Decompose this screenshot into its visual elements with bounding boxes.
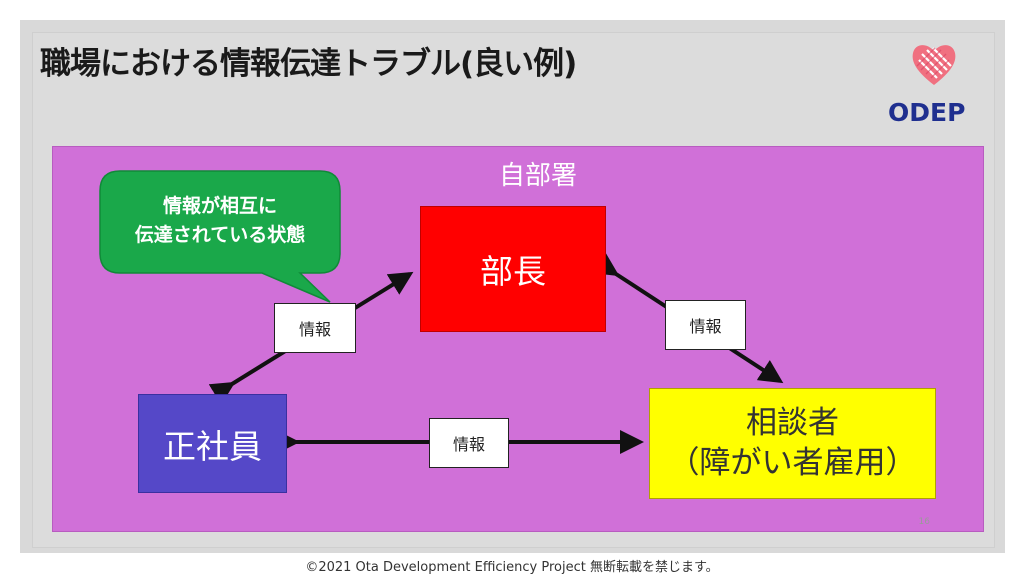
odep-logo: ODEP [886, 40, 986, 130]
employee-box: 正社員 [138, 394, 287, 493]
info-label-right: 情報 [665, 300, 746, 350]
logo-text: ODEP [888, 98, 966, 127]
consultant-box: 相談者 （障がい者雇用） [649, 388, 936, 499]
slide-title: 職場における情報伝達トラブル(良い例) [40, 46, 577, 82]
callout-text: 情報が相互に 伝達されている状態 [134, 195, 306, 247]
consultant-sublabel: （障がい者雇用） [668, 444, 917, 481]
consultant-label: 相談者 [746, 404, 839, 441]
manager-label: 部長 [480, 252, 546, 291]
page-number: 16 [918, 517, 930, 527]
info-label-bottom: 情報 [429, 418, 509, 468]
info-label-left: 情報 [274, 303, 356, 353]
employee-label: 正社員 [163, 426, 262, 466]
copyright-footer: ©2021 Ota Development Efficiency Project… [305, 560, 719, 575]
heart-icon [912, 45, 956, 85]
department-label: 自部署 [498, 161, 577, 191]
manager-box: 部長 [420, 206, 606, 332]
